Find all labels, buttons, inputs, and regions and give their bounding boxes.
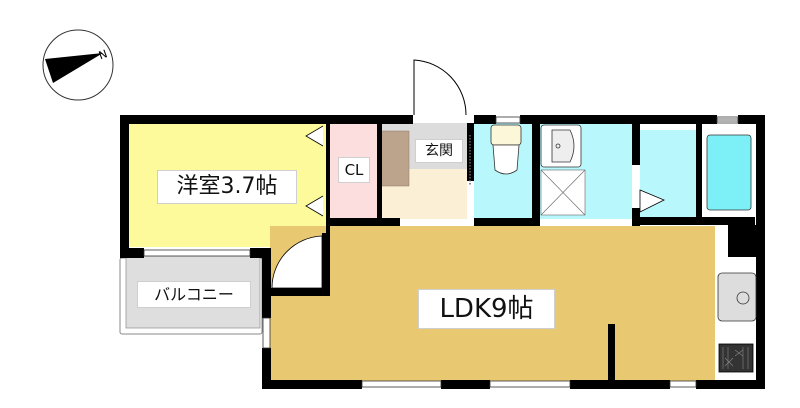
kitchen-sink-icon [717, 272, 757, 322]
shoe-cabinet-icon [380, 130, 410, 187]
entrance-label: 玄関 [415, 139, 463, 163]
closet-label: CL [338, 157, 370, 183]
wash-basin-icon [540, 124, 582, 168]
windows [143, 116, 739, 388]
balcony-label: バルコニー [137, 281, 251, 308]
toilet-icon [490, 124, 522, 175]
bathtub-icon [706, 134, 752, 211]
washing-machine-pan-icon [540, 169, 586, 216]
bathroom-door-icon [639, 189, 665, 213]
bedroom-door-icon [271, 235, 323, 289]
ldk-label: LDK9帖 [418, 289, 555, 329]
closet-folding-door-icon [305, 125, 324, 217]
bedroom-label: 洋室3.7帖 [157, 170, 297, 204]
entrance-door-icon [413, 59, 467, 117]
walls [120, 115, 765, 389]
gas-stove-icon [718, 343, 754, 373]
north-arrow-icon: N [42, 29, 114, 101]
